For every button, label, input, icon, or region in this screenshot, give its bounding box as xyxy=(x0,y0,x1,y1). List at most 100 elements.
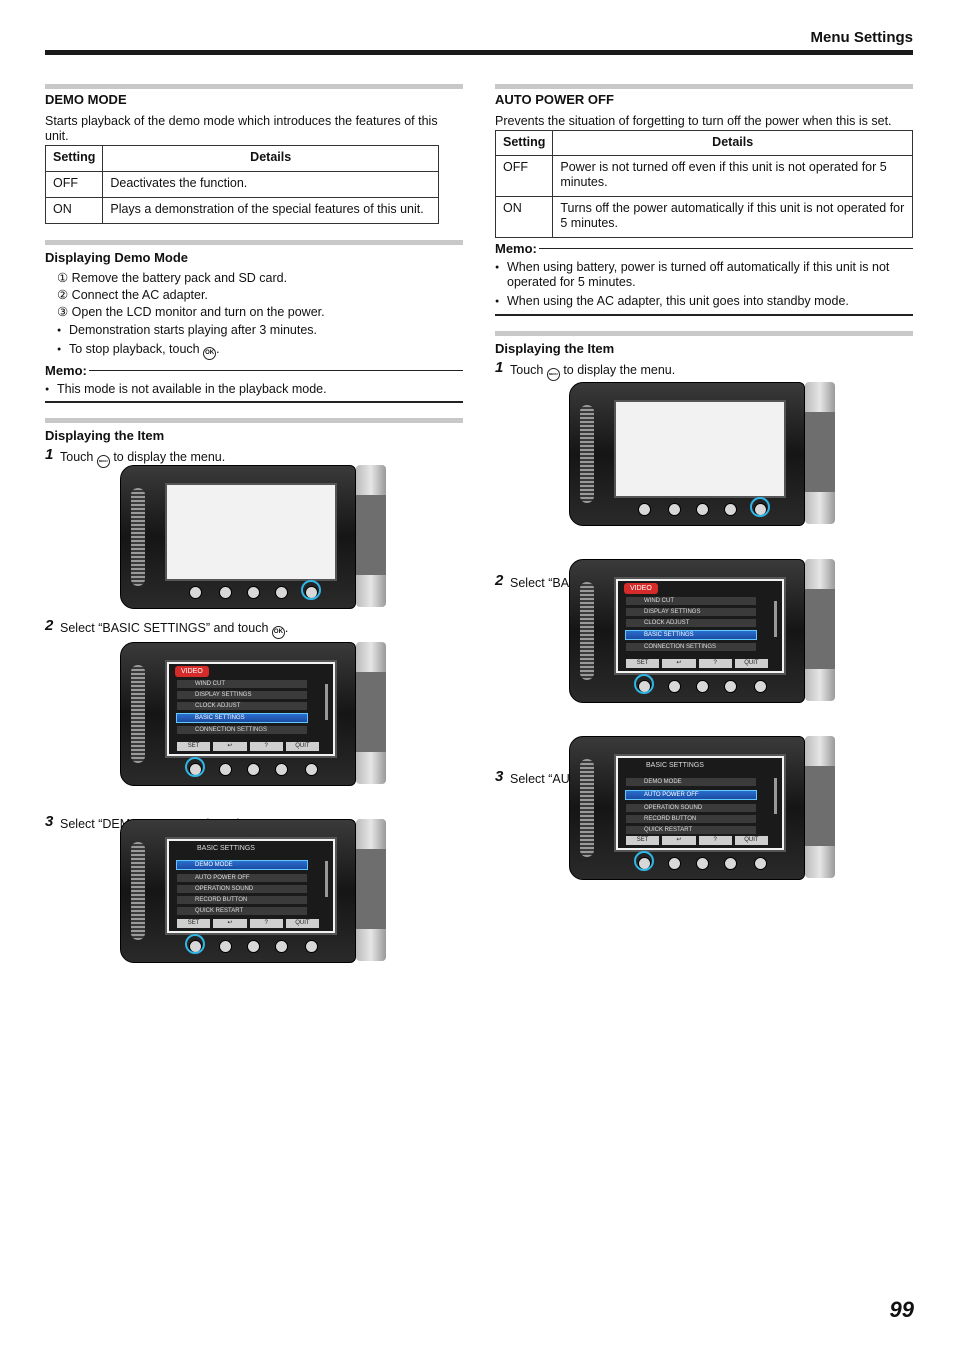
right-column: AUTO POWER OFF Prevents the situation of… xyxy=(494,84,913,381)
auto-power-off-intro: Prevents the situation of forgetting to … xyxy=(495,114,892,128)
auto-power-off-heading: AUTO POWER OFF xyxy=(495,92,614,107)
table-header-setting: Setting xyxy=(494,130,554,156)
menu-bar-button: ? xyxy=(249,742,283,751)
left-column: DEMO MODE Starts playback of the demo mo… xyxy=(44,84,463,468)
step-number: 3 xyxy=(45,813,54,830)
memo-note: When using battery, power is turned off … xyxy=(495,260,913,290)
menu-bar-button: SET xyxy=(177,919,211,928)
memo-label: Memo: xyxy=(495,241,537,256)
menu-item: CONNECTION SETTINGS xyxy=(626,643,756,651)
left-item-heading: Displaying the Item xyxy=(45,427,165,443)
menu-item: QUICK RESTART xyxy=(177,907,307,915)
table-cell: ON xyxy=(494,196,554,238)
ok-button-icon: OK xyxy=(271,626,285,639)
ok-button-icon: OK xyxy=(203,347,217,360)
menu-bar-button: QUIT xyxy=(734,836,768,845)
memo-note: When using the AC adapter, this unit goe… xyxy=(495,294,913,309)
table-header-details: Details xyxy=(552,130,913,156)
highlight-ring xyxy=(634,674,654,694)
menu-bar-button: ? xyxy=(698,836,732,845)
highlight-ring xyxy=(301,580,321,600)
menu-item-selected: BASIC SETTINGS xyxy=(176,713,308,723)
menu-button-icon: MENU xyxy=(546,367,560,381)
table-cell: Plays a demonstration of the special fea… xyxy=(102,197,439,224)
highlight-ring xyxy=(185,934,205,954)
lcd-screen xyxy=(614,400,786,498)
menu-item: CONNECTION SETTINGS xyxy=(177,726,307,734)
menu-bar-button: ↩ xyxy=(662,659,696,668)
menu-item: RECORD BUTTON xyxy=(177,896,307,904)
menu-screen: BASIC SETTINGS DEMO MODE AUTO POWER OFF … xyxy=(165,837,337,935)
step-number: 1 xyxy=(45,445,54,463)
highlight-ring xyxy=(750,497,770,517)
menu-bar-button: SET xyxy=(626,659,660,668)
menu-bar-button: ? xyxy=(249,919,283,928)
table-cell: Deactivates the function. xyxy=(102,171,439,198)
memo-note: This mode is not available in the playba… xyxy=(45,382,463,397)
menu-screen: VIDEO WIND CUT DISPLAY SETTINGS CLOCK AD… xyxy=(165,660,337,758)
section-bar xyxy=(45,240,463,245)
step-2: 2 Select “BASIC SETTINGS” and touch OK. xyxy=(45,617,478,639)
camera-illustration: VIDEO WIND CUT DISPLAY SETTINGS CLOCK AD… xyxy=(120,642,386,786)
header-rule xyxy=(45,50,913,55)
camera-illustration xyxy=(120,465,386,609)
menu-item: DISPLAY SETTINGS xyxy=(177,691,307,699)
numbered-step: ③ Open the LCD monitor and turn on the p… xyxy=(57,305,325,319)
menu-bar-button: SET xyxy=(177,742,211,751)
menu-bar-button: ↩ xyxy=(213,742,247,751)
step-1: 1 Touch MENU to display the menu. xyxy=(495,358,913,381)
menu-screen: VIDEO WIND CUT DISPLAY SETTINGS CLOCK AD… xyxy=(614,577,786,675)
menu-title: BASIC SETTINGS xyxy=(197,845,255,852)
highlight-ring xyxy=(185,757,205,777)
step-text: Touch xyxy=(510,362,544,377)
section-bar xyxy=(45,417,463,423)
table-cell: OFF xyxy=(44,171,104,198)
menu-item: WIND CUT xyxy=(177,680,307,688)
header-title: Menu Settings xyxy=(810,29,913,46)
step-number: 1 xyxy=(495,358,504,376)
memo-bottom-rule xyxy=(45,401,463,403)
step-number: 2 xyxy=(45,617,54,634)
menu-screen: BASIC SETTINGS DEMO MODE AUTO POWER OFF … xyxy=(614,754,786,852)
memo-header: Memo: xyxy=(45,363,463,378)
menu-item-selected: BASIC SETTINGS xyxy=(625,630,757,640)
bullet-item: Demonstration starts playing after 3 min… xyxy=(57,323,463,338)
menu-item: QUICK RESTART xyxy=(626,826,756,834)
menu-item: DEMO MODE xyxy=(626,778,756,786)
menu-item-selected: DEMO MODE xyxy=(176,860,308,870)
page-number: 99 xyxy=(889,1297,914,1322)
menu-item: CLOCK ADJUST xyxy=(177,702,307,710)
section-bar xyxy=(495,330,913,336)
displaying-demo-heading: Displaying Demo Mode xyxy=(45,250,189,265)
bullet-text: To stop playback, touch xyxy=(69,342,200,356)
menu-item: WIND CUT xyxy=(626,597,756,605)
step-text: . xyxy=(284,621,289,635)
menu-bar-button: ↩ xyxy=(662,836,696,845)
table-cell: ON xyxy=(44,197,104,224)
menu-bar-button: ? xyxy=(698,659,732,668)
step-1: 1 Touch MENU to display the menu. xyxy=(45,445,463,468)
menu-bar-button: QUIT xyxy=(734,659,768,668)
camera-illustration xyxy=(569,382,835,526)
highlight-ring xyxy=(634,851,654,871)
menu-button-icon: MENU xyxy=(96,454,110,468)
auto-power-off-table: Setting Details OFF Power is not turned … xyxy=(494,130,913,238)
menu-bar-button: QUIT xyxy=(285,742,319,751)
camera-illustration: BASIC SETTINGS DEMO MODE AUTO POWER OFF … xyxy=(120,819,386,963)
menu-bar-button: QUIT xyxy=(285,919,319,928)
menu-item: DISPLAY SETTINGS xyxy=(626,608,756,616)
camera-illustration: BASIC SETTINGS DEMO MODE AUTO POWER OFF … xyxy=(569,736,835,880)
bullet-item: To stop playback, touch OK. xyxy=(57,342,463,360)
memo-label: Memo: xyxy=(45,363,87,378)
menu-title: BASIC SETTINGS xyxy=(646,762,704,769)
menu-item: OPERATION SOUND xyxy=(177,885,307,893)
step-text: Touch xyxy=(60,449,94,464)
menu-item: AUTO POWER OFF xyxy=(177,874,307,882)
section-bar xyxy=(495,84,913,89)
camera-illustration: VIDEO WIND CUT DISPLAY SETTINGS CLOCK AD… xyxy=(569,559,835,703)
menu-item-selected: AUTO POWER OFF xyxy=(625,790,757,800)
bullet-text-end: . xyxy=(216,342,220,356)
table-header-details: Details xyxy=(102,145,439,172)
demo-mode-intro: Starts playback of the demo mode which i… xyxy=(45,114,438,143)
right-item-heading: Displaying the Item xyxy=(495,340,615,356)
